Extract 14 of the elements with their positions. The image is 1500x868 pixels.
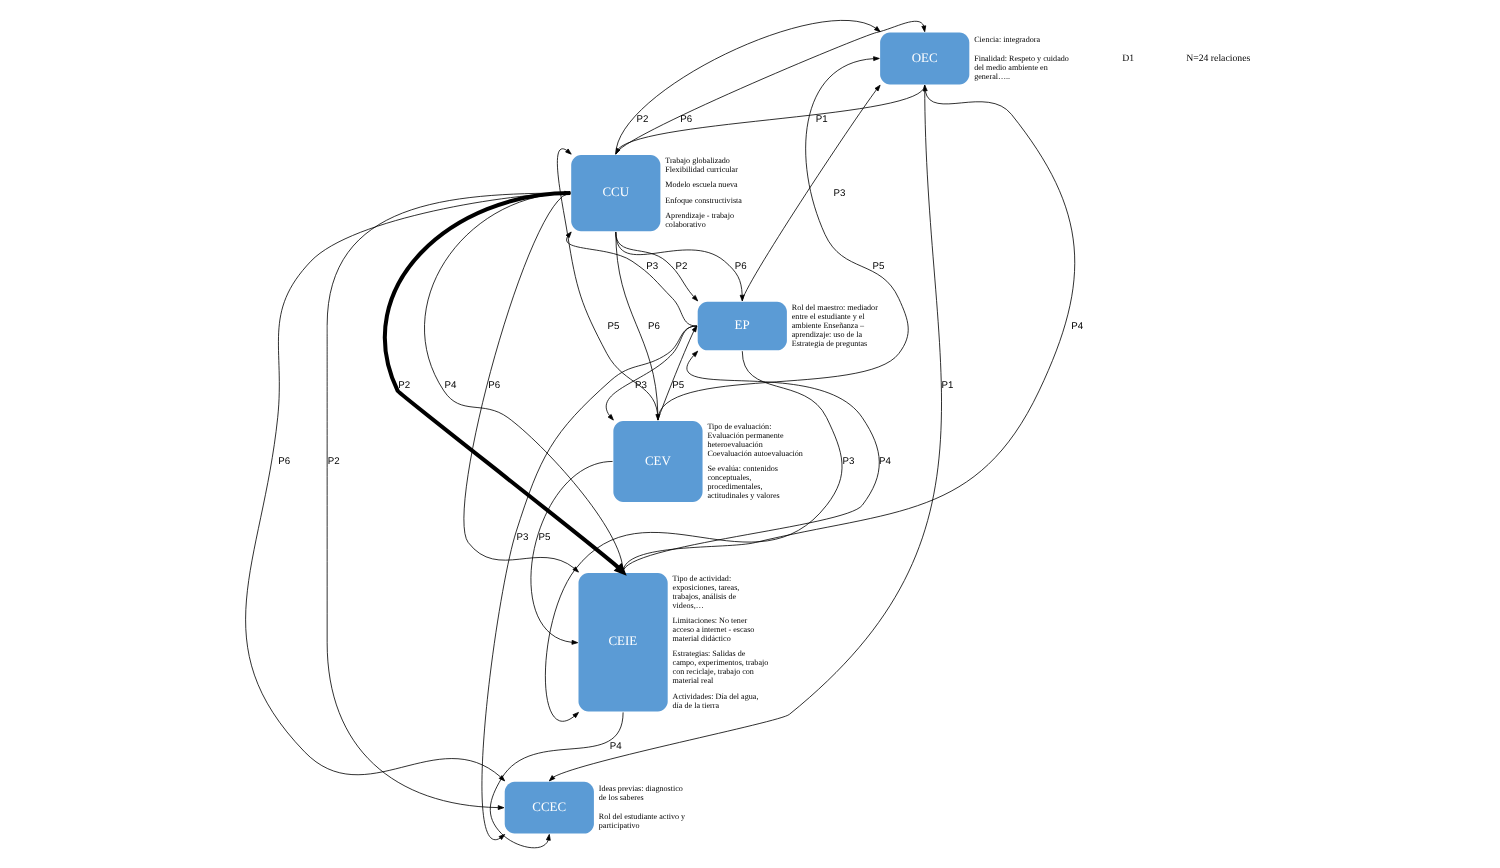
arrow — [547, 84, 941, 782]
arrow — [544, 350, 842, 722]
arrow — [564, 231, 697, 327]
arrow — [480, 325, 697, 840]
arrow — [423, 190, 623, 573]
arrow — [462, 192, 578, 573]
arrow — [621, 84, 1075, 573]
arrow — [382, 191, 626, 576]
arrow — [325, 192, 570, 810]
arrow — [244, 192, 570, 782]
arrow — [529, 461, 612, 645]
arrow — [488, 712, 623, 849]
arrow — [621, 350, 879, 573]
arrow — [614, 231, 698, 302]
